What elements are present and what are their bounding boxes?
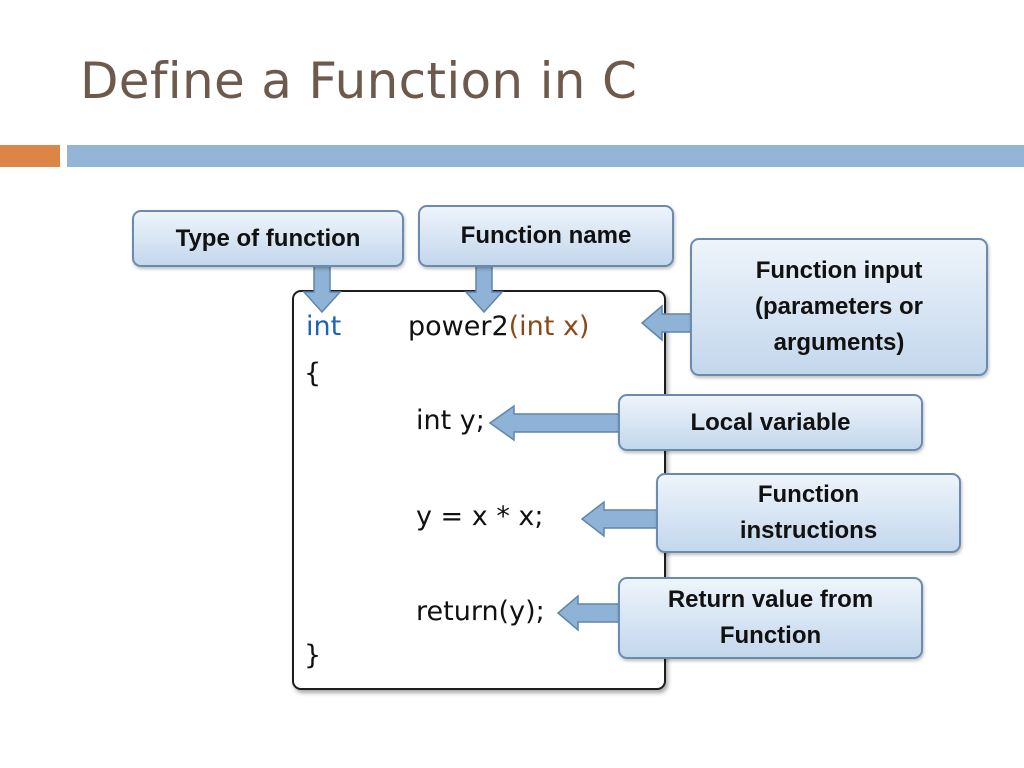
- callout-local-variable-line-1: Local variable: [690, 408, 851, 436]
- callout-type-of-function-line-1: Type of function: [175, 224, 361, 252]
- code-instruction: y = x * x;: [416, 501, 544, 532]
- code-function-name: power2: [408, 311, 509, 342]
- arrow-down-type-icon: [302, 261, 342, 314]
- slide-title: Define a Function in C: [80, 52, 638, 110]
- code-parameters: (int x): [508, 311, 590, 342]
- title-divider-bar: [67, 145, 1024, 167]
- arrow-left-instructions-icon: [580, 500, 660, 538]
- callout-function-input-line-2: (parameters or: [754, 293, 924, 320]
- code-function-signature: power2(int x): [408, 311, 589, 342]
- callout-function-input-line-3: arguments): [773, 329, 905, 356]
- callout-return-value-line-2: Function: [719, 622, 822, 649]
- callout-return-value: Return value from Function: [618, 577, 923, 659]
- callout-function-instructions-line-2: instructions: [739, 517, 878, 544]
- arrow-left-local-icon: [488, 404, 622, 442]
- callout-function-name: Function name: [418, 205, 674, 267]
- arrow-down-name-icon: [464, 261, 504, 314]
- code-open-brace: {: [304, 358, 322, 389]
- callout-type-of-function: Type of function: [132, 210, 404, 267]
- callout-function-instructions-line-1: Function: [757, 481, 860, 508]
- callout-function-input-line-1: Function input: [755, 257, 923, 284]
- code-return-statement: return(y);: [416, 596, 545, 627]
- title-accent-bar: [0, 145, 60, 167]
- arrow-left-input-icon: [640, 304, 693, 342]
- code-close-brace: }: [304, 640, 322, 671]
- callout-function-name-line-1: Function name: [460, 222, 632, 249]
- callout-function-input: Function input (parameters or arguments): [690, 238, 988, 376]
- arrow-left-return-icon: [556, 594, 622, 632]
- callout-local-variable: Local variable: [618, 394, 923, 451]
- code-return-type: int: [306, 311, 342, 342]
- callout-return-value-line-1: Return value from: [667, 586, 874, 613]
- code-box: [292, 290, 666, 690]
- callout-function-instructions: Function instructions: [656, 473, 961, 553]
- code-local-declaration: int y;: [416, 405, 485, 436]
